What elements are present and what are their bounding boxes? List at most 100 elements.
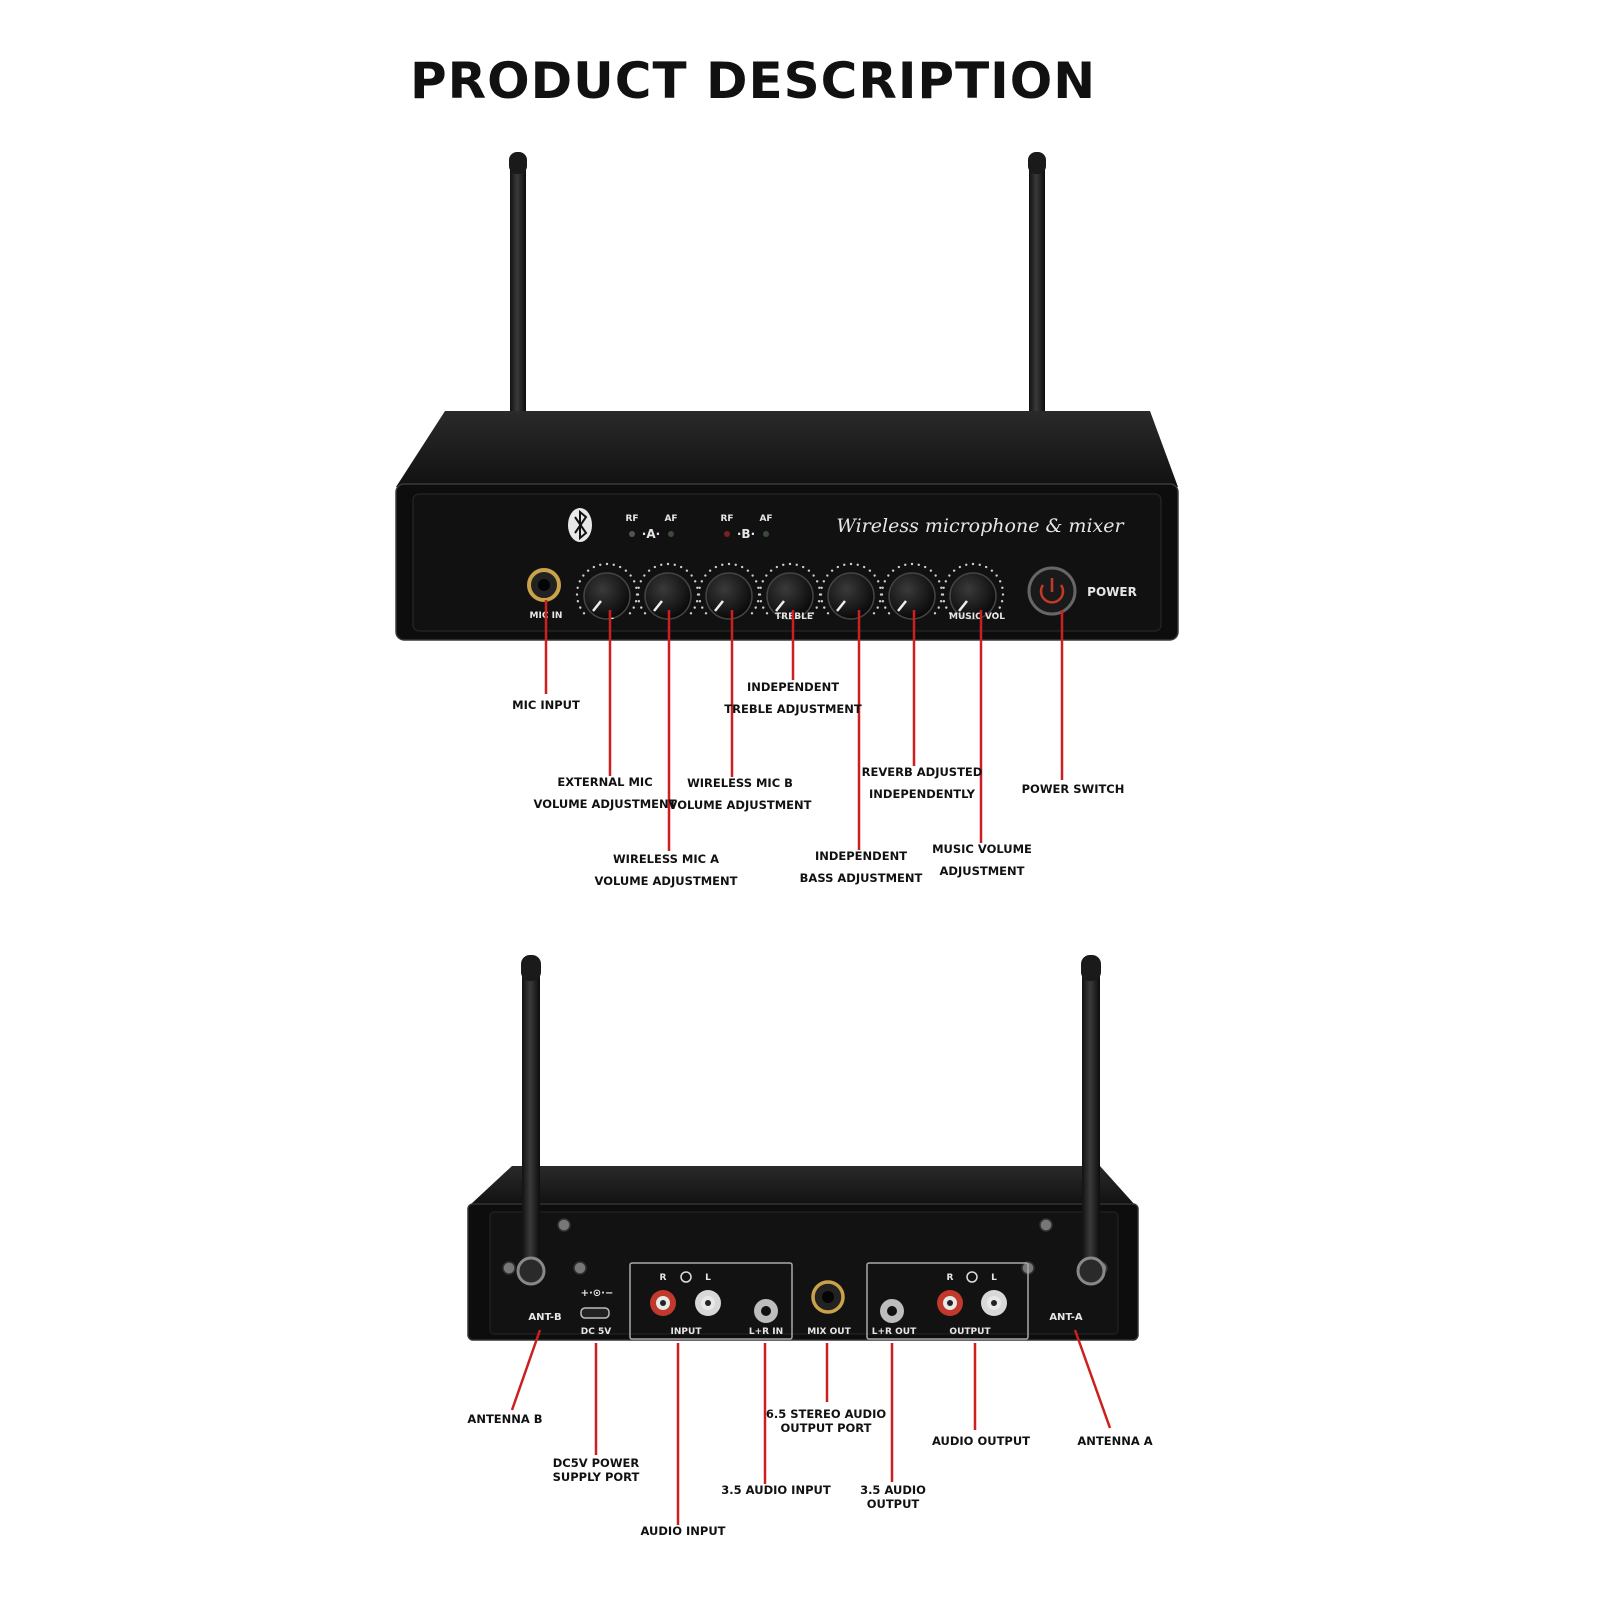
rear-antenna-tip bbox=[1081, 955, 1101, 981]
callout-line-text: WIRELESS MIC B bbox=[687, 776, 793, 790]
knob-scale-dot bbox=[636, 593, 640, 596]
knob-scale-dot bbox=[971, 562, 975, 566]
knob-scale-dot bbox=[643, 612, 647, 615]
knob-scale-dot bbox=[758, 593, 762, 596]
callout-label-mic-input: MIC INPUT bbox=[512, 694, 580, 716]
knob-scale-dot bbox=[751, 574, 754, 577]
knob-scale-dot bbox=[876, 580, 880, 583]
ant-b-label: ANT-B bbox=[528, 1312, 561, 1323]
knob-scale-dot bbox=[795, 563, 798, 566]
knob-scale-dot bbox=[695, 600, 699, 603]
panel-screw bbox=[502, 1261, 516, 1275]
knob-scale-dot bbox=[628, 612, 632, 615]
control-knob bbox=[697, 562, 761, 620]
callout-line-antenna-a bbox=[1073, 1329, 1112, 1429]
knob-scale-dot bbox=[811, 612, 815, 615]
knob-scale-dot bbox=[586, 569, 590, 572]
knob-scale-dot bbox=[756, 600, 760, 603]
knob-pointer bbox=[714, 600, 724, 612]
output-title: OUTPUT bbox=[949, 1327, 991, 1337]
callout-line-text: AUDIO INPUT bbox=[640, 1524, 726, 1538]
knob-scale-dot bbox=[647, 569, 651, 572]
knob-scale-dot bbox=[942, 586, 945, 589]
knob-scale-dot bbox=[998, 606, 1001, 609]
knob-scale-dot bbox=[862, 565, 866, 569]
knob-scale-dot bbox=[873, 574, 876, 577]
callout-line-text: EXTERNAL MIC bbox=[557, 775, 653, 789]
callout-line-text: INDEPENDENT bbox=[814, 849, 908, 863]
knob-scale-dot bbox=[746, 569, 750, 572]
knob-scale-dot bbox=[624, 569, 628, 572]
input-group-box bbox=[629, 1262, 793, 1340]
lr-out-jack-hole bbox=[887, 1306, 897, 1316]
knob-body bbox=[827, 572, 875, 620]
knob-scale-dot bbox=[759, 600, 763, 603]
knob-scale-dot bbox=[952, 569, 956, 572]
knob-scale-dot bbox=[978, 563, 981, 566]
lr-in-jack-hole bbox=[761, 1306, 771, 1316]
callout-line-text: 3.5 AUDIO bbox=[860, 1483, 926, 1497]
knob-body bbox=[888, 572, 936, 620]
front-antenna-tip bbox=[1028, 152, 1046, 174]
panel-screw bbox=[1039, 1218, 1053, 1232]
knob-scale-dot bbox=[897, 565, 901, 569]
knob-scale-dot bbox=[782, 563, 785, 566]
knob-scale-dot bbox=[881, 600, 885, 603]
knob-pointer bbox=[653, 600, 663, 612]
knob-scale-dot bbox=[754, 606, 757, 609]
knob-scale-dot bbox=[917, 563, 920, 566]
knob-scale-dot bbox=[843, 563, 846, 566]
knob-scale-dot bbox=[769, 569, 773, 572]
knob-scale-dot bbox=[937, 606, 940, 609]
knob-scale-dot bbox=[878, 600, 882, 603]
callout-line-text: MUSIC VOLUME bbox=[932, 842, 1032, 856]
knob-scale-dot bbox=[757, 586, 760, 589]
channel-label: ·B· bbox=[737, 527, 755, 541]
knob-scale-dot bbox=[876, 606, 879, 609]
knob-scale-dot bbox=[942, 600, 946, 603]
knob-scale-dot bbox=[754, 580, 758, 583]
led-rf bbox=[629, 531, 635, 537]
knob-scale-dot bbox=[904, 563, 907, 566]
callout-line-text: SUPPLY PORT bbox=[552, 1470, 640, 1484]
led-label-af: AF bbox=[664, 514, 677, 524]
knob-scale-dot bbox=[826, 574, 829, 577]
callout-label-audio-input: AUDIO INPUT bbox=[640, 1524, 725, 1538]
page-title: PRODUCT DESCRIPTION bbox=[410, 52, 1097, 110]
callout-line-text: OUTPUT bbox=[866, 1497, 920, 1511]
knob-label: MUSIC VOL bbox=[949, 612, 1005, 622]
knob-scale-dot bbox=[612, 563, 615, 566]
knob-scale-dot bbox=[830, 569, 834, 572]
output-rca-l-pin bbox=[991, 1300, 997, 1306]
knob-scale-dot bbox=[1000, 600, 1004, 603]
knob-scale-dot bbox=[734, 563, 737, 566]
lr-in-label: L+R IN bbox=[749, 1327, 783, 1337]
knob-pointer bbox=[836, 600, 846, 612]
knob-scale-dot bbox=[923, 565, 927, 569]
rear-antenna-right bbox=[1082, 971, 1100, 1281]
knob-scale-dot bbox=[629, 574, 632, 577]
knob-scale-dot bbox=[1001, 586, 1004, 589]
knob-scale-dot bbox=[721, 563, 724, 566]
knob-scale-dot bbox=[812, 574, 815, 577]
knob-scale-dot bbox=[599, 563, 602, 566]
callout-line-text: TREBLE ADJUSTMENT bbox=[724, 702, 862, 716]
knob-pointer bbox=[775, 600, 785, 612]
knob-scale-dot bbox=[660, 563, 663, 566]
callout-label-antenna-b: ANTENNA B bbox=[467, 1412, 542, 1426]
led-label-rf: RF bbox=[625, 514, 638, 524]
led-rf bbox=[724, 531, 730, 537]
knob-scale-dot bbox=[632, 606, 635, 609]
power-icon bbox=[1039, 578, 1065, 604]
knob-scale-dot bbox=[884, 606, 887, 609]
front-antenna-tip bbox=[509, 152, 527, 174]
antenna-connector bbox=[1076, 1256, 1106, 1286]
knob-scale-dot bbox=[740, 565, 744, 569]
channel-label: ·A· bbox=[642, 527, 660, 541]
